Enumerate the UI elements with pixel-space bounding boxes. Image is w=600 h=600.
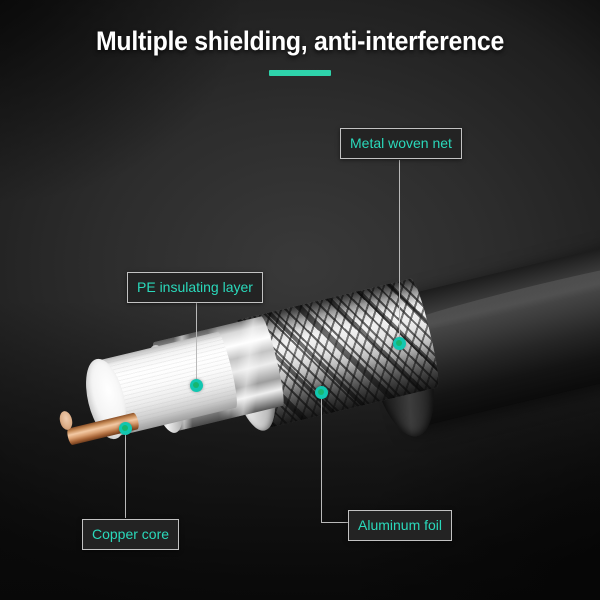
marker-dot-metal-woven-net [392, 336, 406, 350]
marker-dot-pe-insulating-layer [189, 378, 203, 392]
page-title: Multiple shielding, anti-interference [96, 26, 504, 56]
background-corner-top-left [0, 0, 240, 200]
callout-label-metal-woven-net[interactable]: Metal woven net [340, 128, 462, 159]
callout-label-pe-insulating-layer[interactable]: PE insulating layer [127, 272, 263, 303]
title-accent-bar [269, 70, 331, 76]
leader-line-metal-woven-net [399, 160, 400, 342]
callout-label-aluminum-foil[interactable]: Aluminum foil [348, 510, 453, 541]
marker-dot-copper-core [118, 421, 132, 435]
leader-line-aluminum-foil-horizontal [321, 522, 349, 523]
leader-line-copper-core [125, 428, 126, 518]
callout-label-copper-core[interactable]: Copper core [82, 519, 180, 550]
leader-line-pe-insulating-layer [196, 300, 197, 385]
leader-line-aluminum-foil-vertical [321, 392, 322, 522]
marker-dot-aluminum-foil [314, 385, 328, 399]
